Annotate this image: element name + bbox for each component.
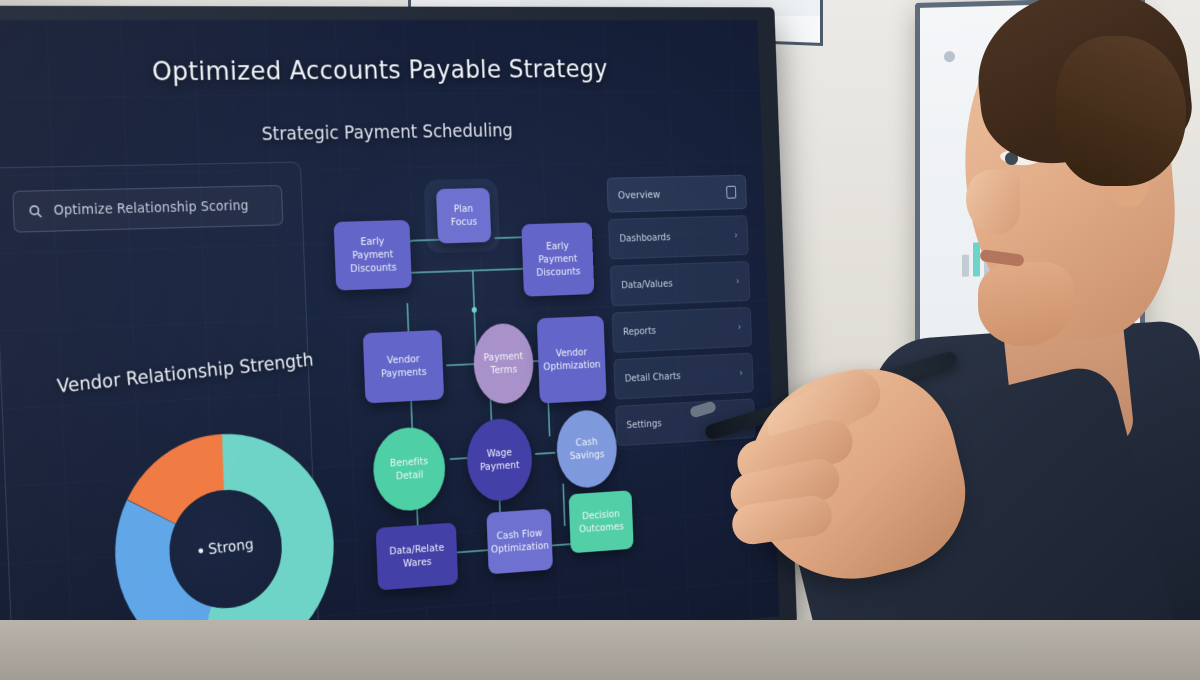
desk-surface — [0, 620, 1200, 680]
search-bar[interactable]: Optimize Relationship Scoring — [12, 184, 284, 233]
flow-node-benefits-detail-label: Benefits Detail — [389, 455, 429, 483]
sidebar-item-label: Dashboards — [619, 231, 671, 245]
flow-node-decision-outcomes-label: Decision Outcomes — [578, 508, 625, 536]
chin — [978, 262, 1074, 346]
main-monitor: Optimized Accounts Payable Strategy Stra… — [0, 5, 798, 680]
flow-node-decision-outcomes[interactable]: Decision Outcomes — [568, 490, 634, 554]
sidebar-header-label: Overview — [617, 188, 661, 201]
card-icon[interactable] — [726, 185, 737, 199]
hair-back — [1056, 36, 1186, 186]
flow-node-cash-flow-optimization-label: Cash Flow Optimization — [490, 527, 550, 556]
flow-node-cash-savings-label: Cash Savings — [569, 436, 605, 462]
bullet-icon — [198, 547, 204, 554]
sidebar-panel: Overview Dashboards › Data/Values › Repo… — [606, 174, 756, 453]
sidebar-item-detail-charts[interactable]: Detail Charts › — [613, 352, 754, 400]
search-input[interactable]: Optimize Relationship Scoring — [53, 198, 249, 219]
flow-node-payment-terms-label: Payment Terms — [483, 350, 524, 377]
flow-node-early-payment-discounts-2[interactable]: Early Payment Discounts — [521, 222, 595, 297]
sidebar-item-dashboards[interactable]: Dashboards › — [608, 215, 749, 260]
sidebar-item-data-values[interactable]: Data/Values › — [609, 261, 751, 307]
flow-node-vendor-payments[interactable]: Vendor Payments — [362, 329, 445, 404]
sidebar-item-label: Detail Charts — [624, 370, 681, 385]
sidebar-item-label: Data/Values — [621, 278, 673, 292]
flow-node-data-relate-wares-label: Data/Relate Wares — [389, 541, 445, 570]
flow-diagram: Plan Focus Early Payment Discounts Early… — [306, 158, 634, 660]
nose — [966, 170, 1020, 234]
flow-node-early-payment-discounts[interactable]: Early Payment Discounts — [333, 219, 412, 291]
flow-node-vendor-optimization[interactable]: Vendor Optimization — [536, 315, 607, 404]
sidebar-item-label: Settings — [626, 418, 662, 432]
flow-node-vendor-payments-label: Vendor Payments — [380, 353, 427, 380]
person — [688, 0, 1200, 680]
sidebar-header[interactable]: Overview — [606, 174, 747, 213]
sidebar-item-label: Reports — [622, 325, 657, 338]
chevron-right-icon: › — [737, 322, 742, 333]
flow-node-wage-payment-label: Wage Payment — [479, 446, 520, 474]
flow-node-early-payment-discounts-2-label: Early Payment Discounts — [536, 240, 581, 279]
sidebar-item-reports[interactable]: Reports › — [611, 306, 753, 353]
flow-node-cash-flow-optimization[interactable]: Cash Flow Optimization — [486, 508, 554, 575]
flow-node-vendor-optimization-label: Vendor Optimization — [543, 346, 601, 373]
search-icon — [27, 203, 43, 219]
flow-node-early-payment-discounts-label: Early Payment Discounts — [350, 235, 397, 275]
chevron-right-icon: › — [735, 276, 740, 287]
chevron-right-icon: › — [734, 230, 738, 241]
chevron-right-icon: › — [739, 368, 743, 379]
flow-node-plan-label: Plan Focus — [450, 203, 478, 229]
dashboard-screen: Optimized Accounts Payable Strategy Stra… — [0, 19, 780, 680]
flow-node-data-relate-wares[interactable]: Data/Relate Wares — [375, 522, 459, 591]
flow-node-plan[interactable]: Plan Focus — [435, 187, 492, 244]
